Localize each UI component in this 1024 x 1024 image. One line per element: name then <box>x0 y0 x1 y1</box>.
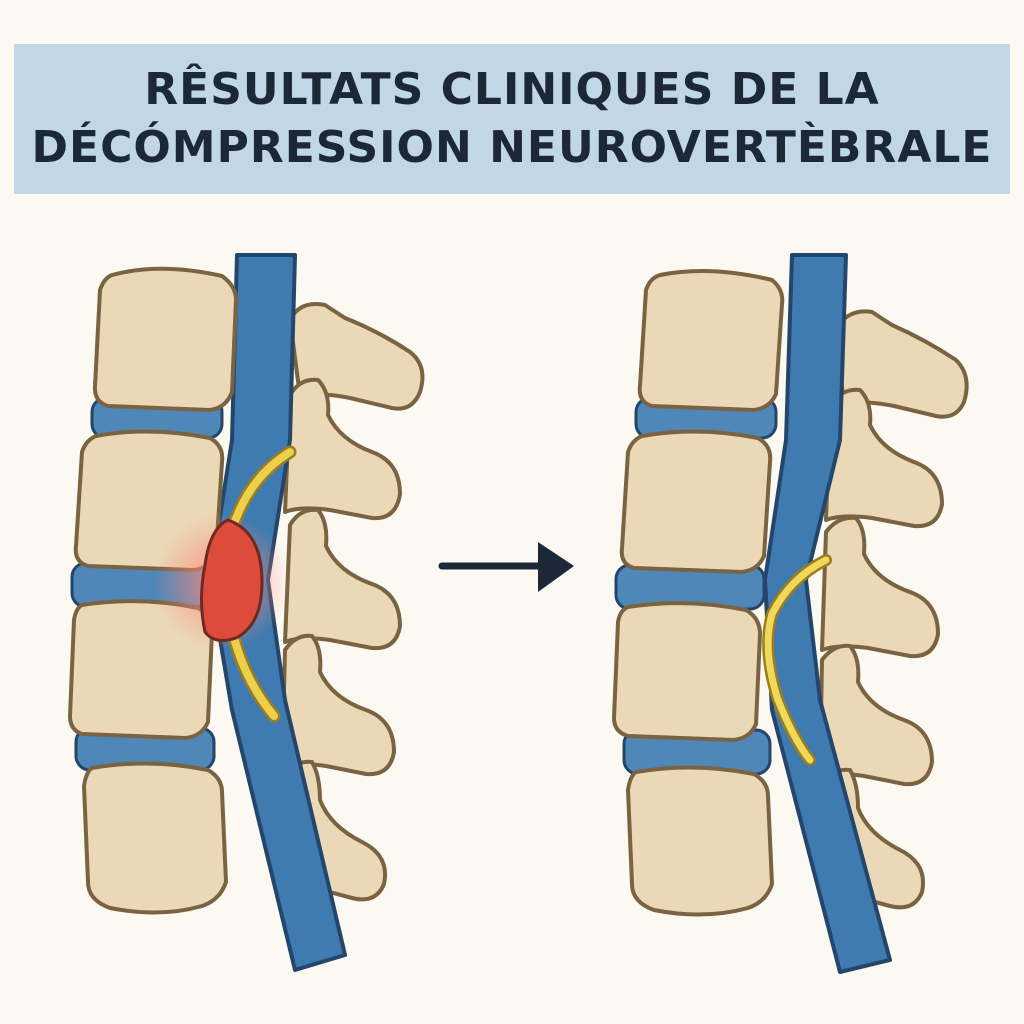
spinal-cord-after <box>763 253 892 974</box>
title-line-1: RÊSULTATS CLINIQUES DE LA <box>144 64 880 115</box>
right-arrow-icon <box>438 542 574 592</box>
herniated-disc-icon <box>200 518 264 642</box>
spine-before <box>68 253 425 972</box>
spine-after <box>612 253 969 974</box>
vertebral-bodies-before <box>68 266 238 915</box>
title-banner: RÊSULTATS CLINIQUES DE LA DÉCÓMPRESSION … <box>14 44 1010 194</box>
vertebral-bodies-after <box>612 269 785 917</box>
title-line-2: DÉCÓMPRESSION NEUROVERTÈBRALE <box>31 122 993 173</box>
vertebral-processes-before <box>280 302 425 902</box>
